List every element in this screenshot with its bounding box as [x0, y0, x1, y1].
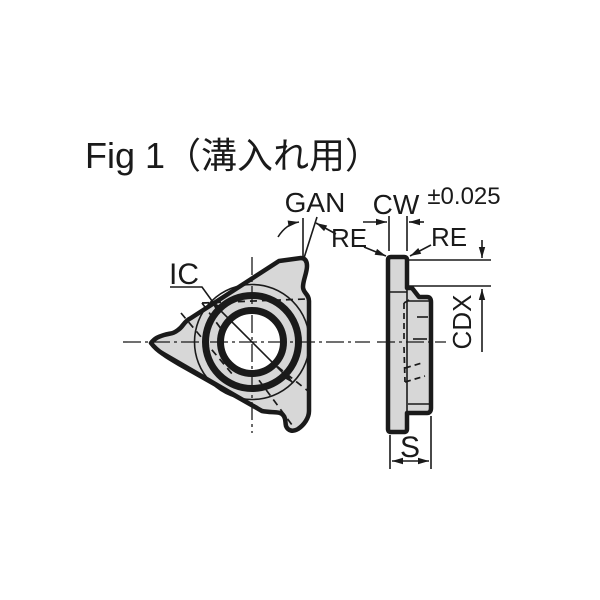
hidden-chamfer-bottom [404, 375, 426, 383]
cdx-dimension [408, 240, 491, 352]
dimensions: GAN RE RE CW ±0.025 CDX [169, 183, 501, 469]
gan-dimension [277, 216, 337, 259]
s-label: S [400, 431, 420, 464]
cw-dimension [363, 216, 424, 251]
gan-label: GAN [285, 187, 346, 218]
ic-label: IC [169, 258, 199, 291]
side-view [377, 254, 446, 435]
re-side-leader [409, 244, 432, 257]
hidden-bore-lower [403, 346, 406, 383]
s-dimension [389, 416, 432, 469]
gan-arrow-left [277, 220, 300, 238]
re-front-leader [363, 246, 387, 257]
ic-diameter-line [210, 300, 294, 384]
hidden-chamfer-mid [404, 362, 423, 369]
re-side-label: RE [431, 222, 467, 252]
front-view [123, 255, 370, 433]
gan-arrow-right [315, 222, 337, 235]
re-front-label: RE [331, 223, 367, 253]
cw-label: CW [373, 189, 420, 220]
side-internal-edges [390, 290, 429, 413]
cw-tolerance-label: ±0.025 [427, 183, 500, 210]
hidden-chamfer-top [403, 298, 412, 304]
ic-leader [170, 286, 216, 306]
cdx-label: CDX [447, 295, 477, 350]
ic-dimension [170, 286, 294, 384]
gan-angle-line [303, 216, 318, 259]
figure-title: Fig 1（溝入れ用） [85, 135, 381, 176]
side-insert-outline [385, 254, 434, 435]
side-hidden-lines [403, 298, 426, 383]
